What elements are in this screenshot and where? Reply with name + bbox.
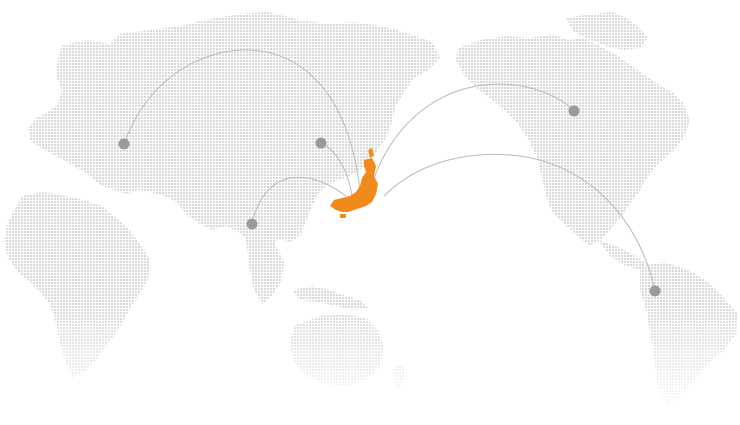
marker-europe[interactable] bbox=[118, 138, 130, 150]
marker-china[interactable] bbox=[315, 137, 327, 149]
marker-south-america[interactable] bbox=[649, 285, 661, 297]
route-arc-europe bbox=[123, 49, 361, 191]
route-lines bbox=[123, 49, 656, 292]
marker-north-america[interactable] bbox=[568, 105, 580, 117]
marker-southeast-asia[interactable] bbox=[246, 218, 258, 230]
route-arc-southeast-asia bbox=[251, 176, 347, 225]
route-arc-north-america bbox=[373, 83, 575, 179]
destination-markers bbox=[118, 105, 661, 297]
route-arc-south-america bbox=[383, 153, 656, 292]
japan-highlight-icon bbox=[330, 148, 378, 218]
